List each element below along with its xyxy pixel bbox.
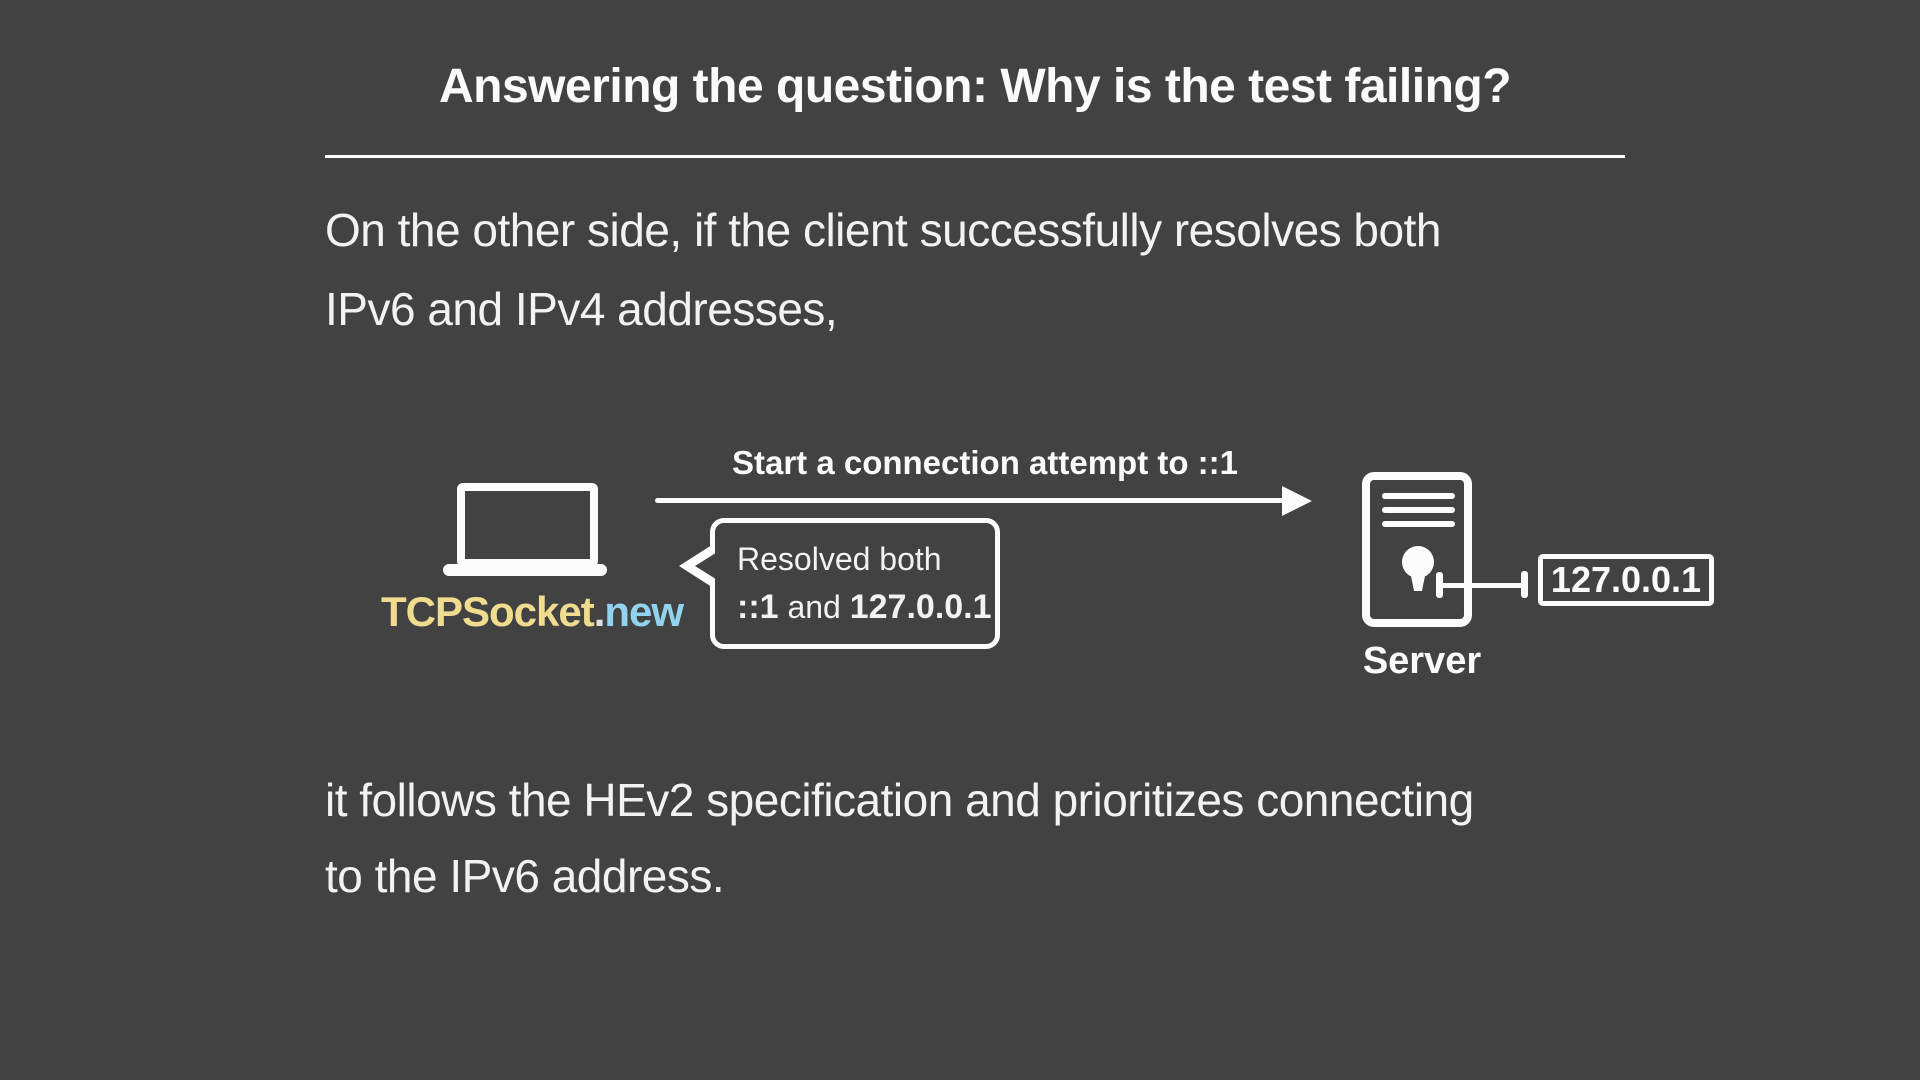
laptop-icon	[457, 483, 598, 567]
intro-line-1: On the other side, if the client success…	[325, 204, 1441, 256]
bubble-line-2: ::1 and 127.0.0.1	[715, 578, 995, 627]
connector-end-left	[1436, 572, 1443, 598]
conclusion-line-2: to the IPv6 address.	[325, 850, 725, 902]
server-label: Server	[1362, 640, 1482, 682]
lightbulb-icon	[1402, 546, 1434, 578]
conclusion-paragraph: it follows the HEv2 specification and pr…	[325, 762, 1474, 914]
server-vent-line	[1382, 521, 1455, 527]
intro-paragraph: On the other side, if the client success…	[325, 191, 1441, 349]
server-ip-connector	[1440, 583, 1528, 588]
connection-arrow-label: Start a connection attempt to ::1	[731, 444, 1239, 481]
client-dot: .	[593, 588, 606, 635]
client-class-name: TCPSocket	[380, 588, 595, 635]
connector-end-right	[1521, 571, 1528, 598]
conclusion-line-1: it follows the HEv2 specification and pr…	[325, 774, 1474, 826]
server-vent-line	[1382, 507, 1455, 513]
client-method-name: new	[604, 588, 684, 635]
ip-address: 127.0.0.1	[1550, 559, 1702, 600]
server-vent-line	[1382, 493, 1455, 499]
page-title: Answering the question: Why is the test …	[438, 60, 1512, 113]
connection-arrow	[655, 498, 1285, 503]
lightbulb-base	[1411, 576, 1425, 591]
arrow-head-icon	[1282, 486, 1312, 516]
bubble-conjunction: and	[778, 589, 850, 625]
title-underline	[325, 155, 1625, 158]
bubble-line-1: Resolved both	[737, 541, 942, 577]
speech-bubble-tail-inner	[695, 551, 719, 581]
intro-line-2: IPv6 and IPv4 addresses,	[325, 283, 838, 335]
bubble-ipv4-address: 127.0.0.1	[849, 588, 992, 626]
speech-bubble: Resolved both ::1 and 127.0.0.1	[679, 518, 1000, 649]
laptop-base	[443, 564, 607, 576]
bubble-ipv6-address: ::1	[737, 588, 779, 626]
client-code-label: TCPSocket.new	[377, 588, 687, 636]
ip-address-box: 127.0.0.1	[1538, 554, 1714, 606]
server-icon	[1362, 472, 1472, 627]
